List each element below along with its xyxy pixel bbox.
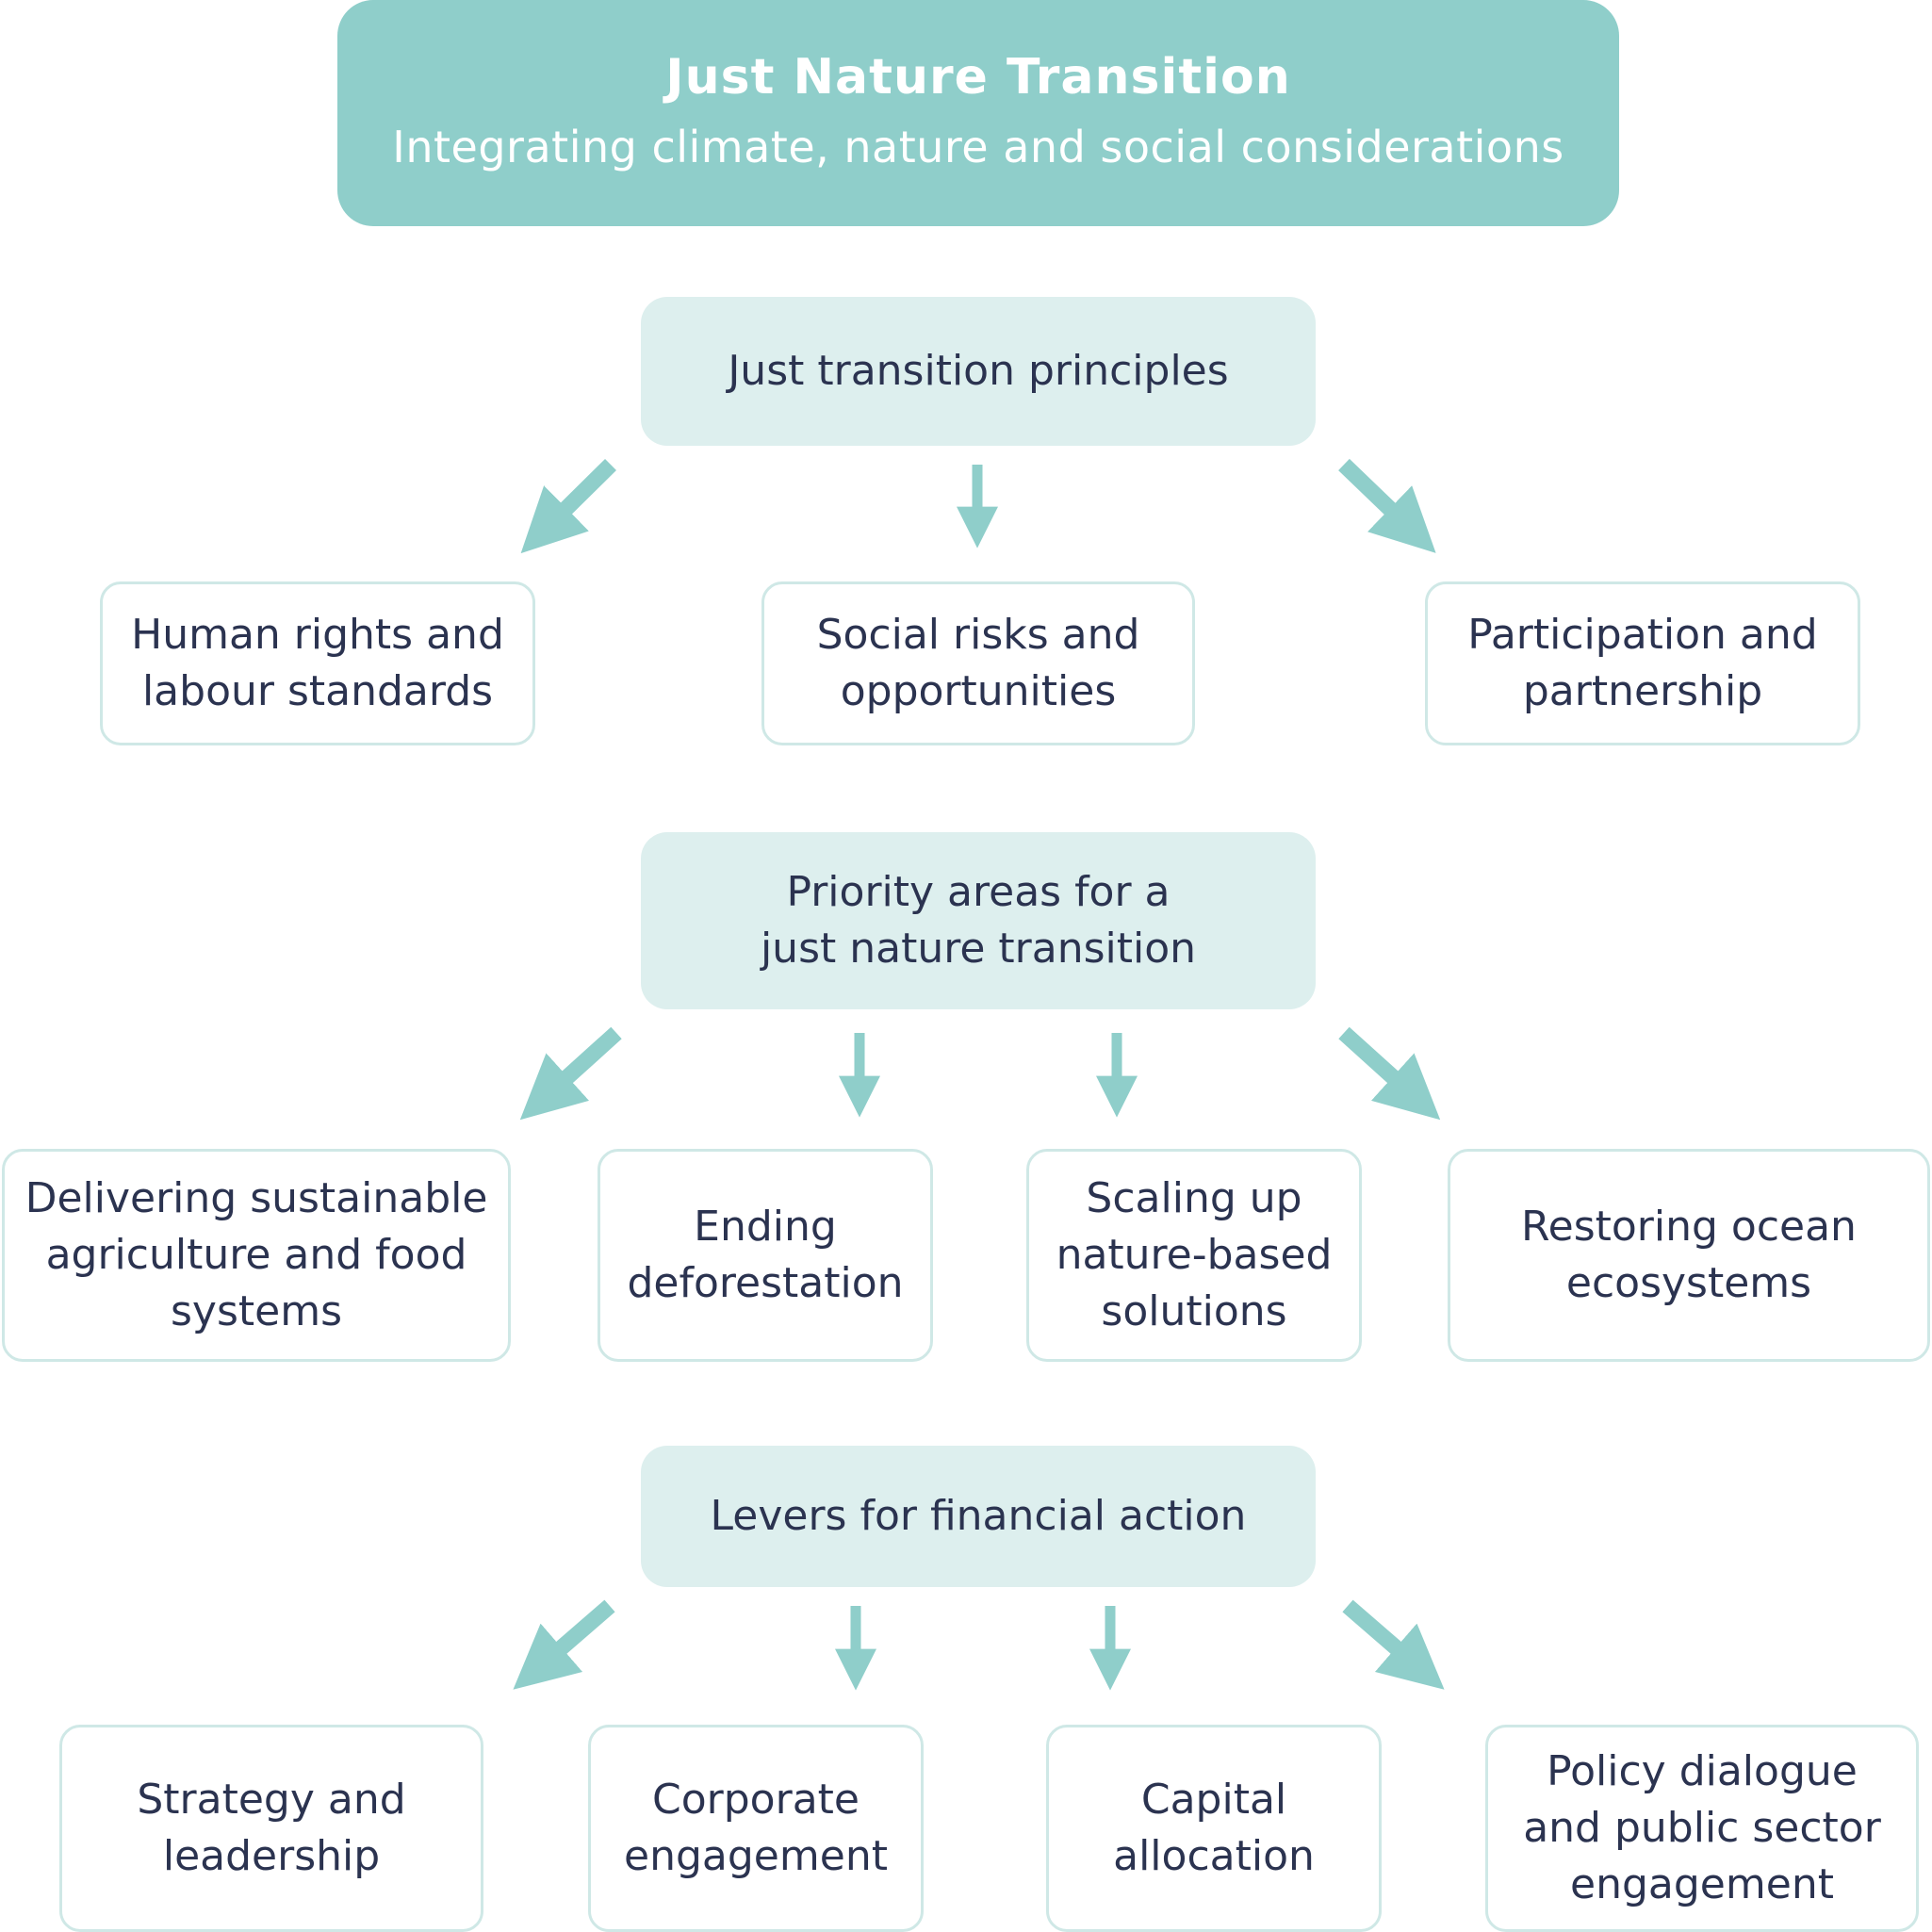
item-label-line: leadership — [162, 1832, 381, 1880]
item-label-line: Human rights and — [131, 611, 504, 659]
section-label-line: just nature transition — [760, 925, 1197, 973]
item-sustainable-agriculture: Delivering sustainable agriculture and f… — [2, 1149, 511, 1362]
item-policy-dialogue: Policy dialogue and public sector engage… — [1485, 1725, 1919, 1932]
item-label-line: Delivering sustainable — [25, 1174, 488, 1222]
item-ocean-ecosystems: Restoring ocean ecosystems — [1448, 1149, 1930, 1362]
item-ending-deforestation: Ending deforestation — [598, 1149, 933, 1362]
item-label-line: solutions — [1101, 1287, 1287, 1335]
item-label-line: Policy dialogue — [1547, 1747, 1858, 1795]
item-corporate-engagement: Corporate engagement — [588, 1725, 924, 1932]
item-capital-allocation: Capital allocation — [1046, 1725, 1382, 1932]
item-label-line: Scaling up — [1086, 1174, 1302, 1222]
item-participation: Participation and partnership — [1425, 581, 1860, 745]
diagram-subtitle: Integrating climate, nature and social c… — [392, 122, 1564, 172]
item-label-line: Restoring ocean — [1521, 1203, 1857, 1251]
arrow-down-left-icon — [520, 458, 616, 554]
item-label-line: ecosystems — [1565, 1259, 1812, 1307]
item-label-line: labour standards — [141, 667, 494, 715]
item-label-line: engagement — [624, 1832, 888, 1880]
arrow-down-right-icon — [1338, 458, 1436, 553]
item-label-line: nature-based — [1056, 1231, 1333, 1279]
item-human-rights: Human rights and labour standards — [100, 581, 535, 745]
item-label-line: and public sector — [1523, 1804, 1881, 1852]
section-just-transition-principles: Just transition principles — [641, 297, 1316, 446]
section-priority-areas: Priority areas for a just nature transit… — [641, 832, 1316, 1009]
item-label-line: systems — [171, 1287, 342, 1335]
item-label-line: Strategy and — [137, 1776, 406, 1824]
item-label-line: agriculture and food — [45, 1231, 467, 1279]
section-label-line: Priority areas for a — [786, 868, 1171, 916]
diagram-title: Just Nature Transition — [665, 49, 1291, 106]
item-label-line: Participation and — [1467, 611, 1818, 659]
arrow-down-left-icon — [519, 1026, 622, 1121]
arrow-down-right-icon — [1338, 1026, 1441, 1121]
arrow-down-left-icon — [513, 1599, 615, 1690]
item-social-risks: Social risks and opportunities — [761, 581, 1195, 745]
item-label-line: opportunities — [840, 667, 1117, 715]
item-label-line: Social risks and — [816, 611, 1140, 659]
item-label-line: engagement — [1570, 1860, 1834, 1908]
item-label-line: Corporate — [652, 1776, 860, 1824]
diagram-title-box: Just Nature Transition Integrating clima… — [337, 0, 1619, 226]
item-label-line: Capital — [1140, 1776, 1287, 1824]
section-label: Levers for financial action — [710, 1492, 1247, 1540]
item-label-line: Ending — [694, 1203, 837, 1251]
section-levers-financial-action: Levers for financial action — [641, 1446, 1316, 1587]
item-label-line: allocation — [1113, 1832, 1315, 1880]
arrow-down-right-icon — [1342, 1599, 1445, 1690]
item-nature-based-solutions: Scaling up nature-based solutions — [1026, 1149, 1362, 1362]
section-label: Just transition principles — [728, 347, 1229, 395]
item-label-line: deforestation — [627, 1259, 904, 1307]
item-strategy-leadership: Strategy and leadership — [59, 1725, 483, 1932]
item-label-line: partnership — [1522, 667, 1763, 715]
